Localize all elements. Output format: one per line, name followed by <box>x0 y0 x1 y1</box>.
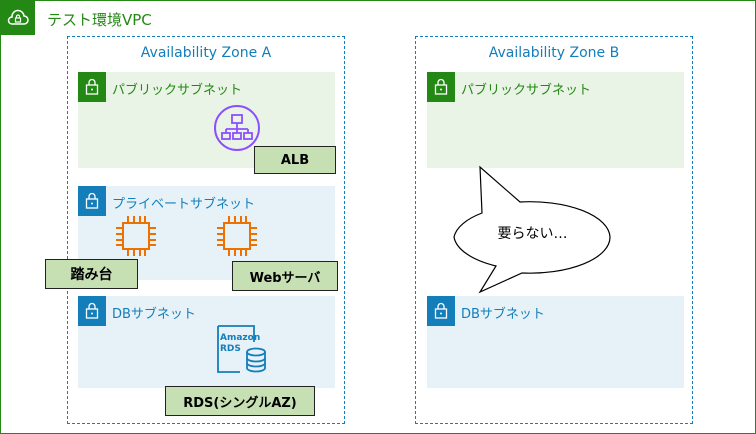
db-subnet-a-label: DBサブネット <box>112 307 196 322</box>
web-server-label: Webサーバ <box>232 261 338 291</box>
bastion-label: 踏み台 <box>45 259 138 289</box>
db-subnet-b: DBサブネット <box>427 296 684 388</box>
cloud-lock-icon <box>1 1 35 35</box>
vpc-title: テスト環境VPC <box>47 11 152 29</box>
availability-zone-a: Availability Zone A <box>67 36 345 424</box>
lock-icon <box>427 296 455 326</box>
lock-icon <box>427 72 455 102</box>
public-subnet-b-label: パブリックサブネット <box>461 83 592 98</box>
lock-icon <box>78 72 106 102</box>
alb-label: ALB <box>254 146 336 174</box>
callout-text: 要らない… <box>497 226 568 242</box>
az-a-title: Availability Zone A <box>140 45 272 61</box>
rds-icon-text-amazon: Amazon <box>220 333 260 343</box>
db-subnet-b-label: DBサブネット <box>461 307 545 322</box>
load-balancer-icon <box>213 104 261 156</box>
public-subnet-a-label: パブリックサブネット <box>112 83 243 98</box>
lock-icon <box>78 296 106 326</box>
az-b-title: Availability Zone B <box>488 45 620 61</box>
public-subnet-b: パブリックサブネット <box>427 72 684 168</box>
lock-icon <box>78 186 106 216</box>
amazon-rds-icon: Amazon RDS <box>214 322 268 380</box>
ec2-instance-icon <box>114 214 158 262</box>
availability-zone-b: Availability Zone B <box>415 36 693 424</box>
rds-icon-text-rds: RDS <box>220 344 241 354</box>
ec2-instance-icon <box>215 214 259 262</box>
rds-label: RDS(シングルAZ) <box>165 386 315 416</box>
private-subnet-a-label: プライベートサブネット <box>112 197 256 212</box>
speech-bubble-shape <box>453 165 611 294</box>
db-subnet-a: DBサブネット <box>78 296 335 388</box>
